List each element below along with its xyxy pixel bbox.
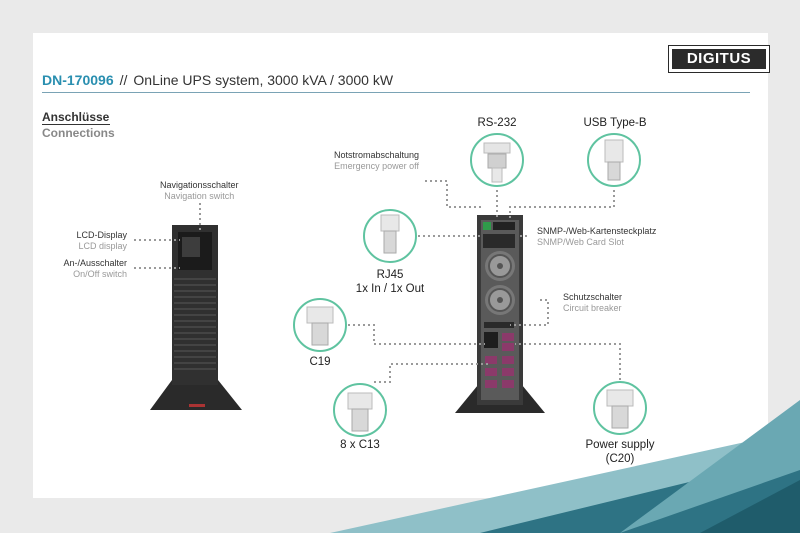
page-title: DN-170096 // OnLine UPS system, 3000 kVA /… (42, 72, 393, 88)
ups-rear-view (455, 215, 545, 413)
label-usb-type-b: USB Type-B (583, 117, 647, 129)
c20-power-icon (593, 381, 647, 435)
product-title: OnLine UPS system, 3000 kVA / 3000 kW (133, 72, 394, 88)
digitus-logo: DIGITUS (668, 45, 770, 73)
ups-front-view (150, 225, 242, 410)
section-title-en: Connections (42, 126, 115, 140)
leader-lines (134, 180, 621, 383)
product-code: DN-170096 (42, 72, 114, 88)
label-8x-c13: 8 x C13 (340, 439, 380, 451)
title-separator: // (119, 72, 128, 88)
c19-icon (293, 298, 347, 352)
rs232-icon (470, 133, 524, 187)
section-title-de: Anschlüsse (42, 110, 110, 124)
title-rule (42, 92, 750, 93)
rj45-icon (363, 209, 417, 263)
label-c19: C19 (309, 356, 331, 368)
c13-icon (333, 383, 387, 437)
usb-icon (587, 133, 641, 187)
label-power-supply: Power supply(C20) (585, 439, 655, 465)
section-underline (42, 124, 110, 125)
label-rs232: RS-232 (477, 117, 517, 129)
